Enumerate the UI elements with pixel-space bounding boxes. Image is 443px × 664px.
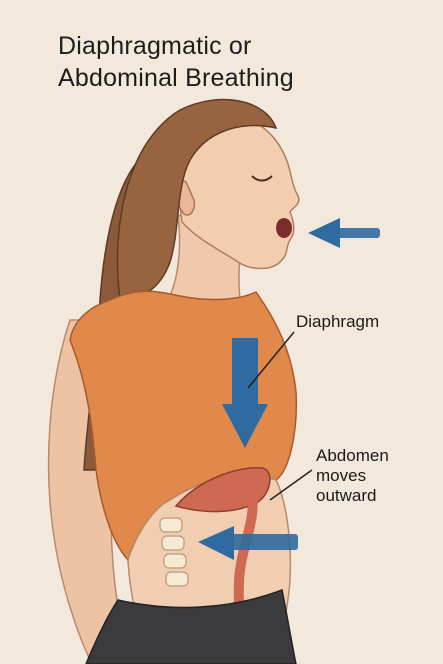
page-title: Diaphragmatic or Abdominal Breathing [58,30,398,94]
abdomen-label-line-3: outward [316,486,436,506]
mouth [276,218,292,238]
title-line-2: Abdominal Breathing [58,62,398,94]
abdomen-label-line-1: Abdomen [316,446,436,466]
breath-in-arrow-icon [308,218,380,248]
abdomen-label: Abdomen moves outward [316,446,436,506]
title-line-1: Diaphragmatic or [58,30,398,62]
abdomen-label-line-2: moves [316,466,436,486]
diaphragm-label: Diaphragm [296,312,379,332]
